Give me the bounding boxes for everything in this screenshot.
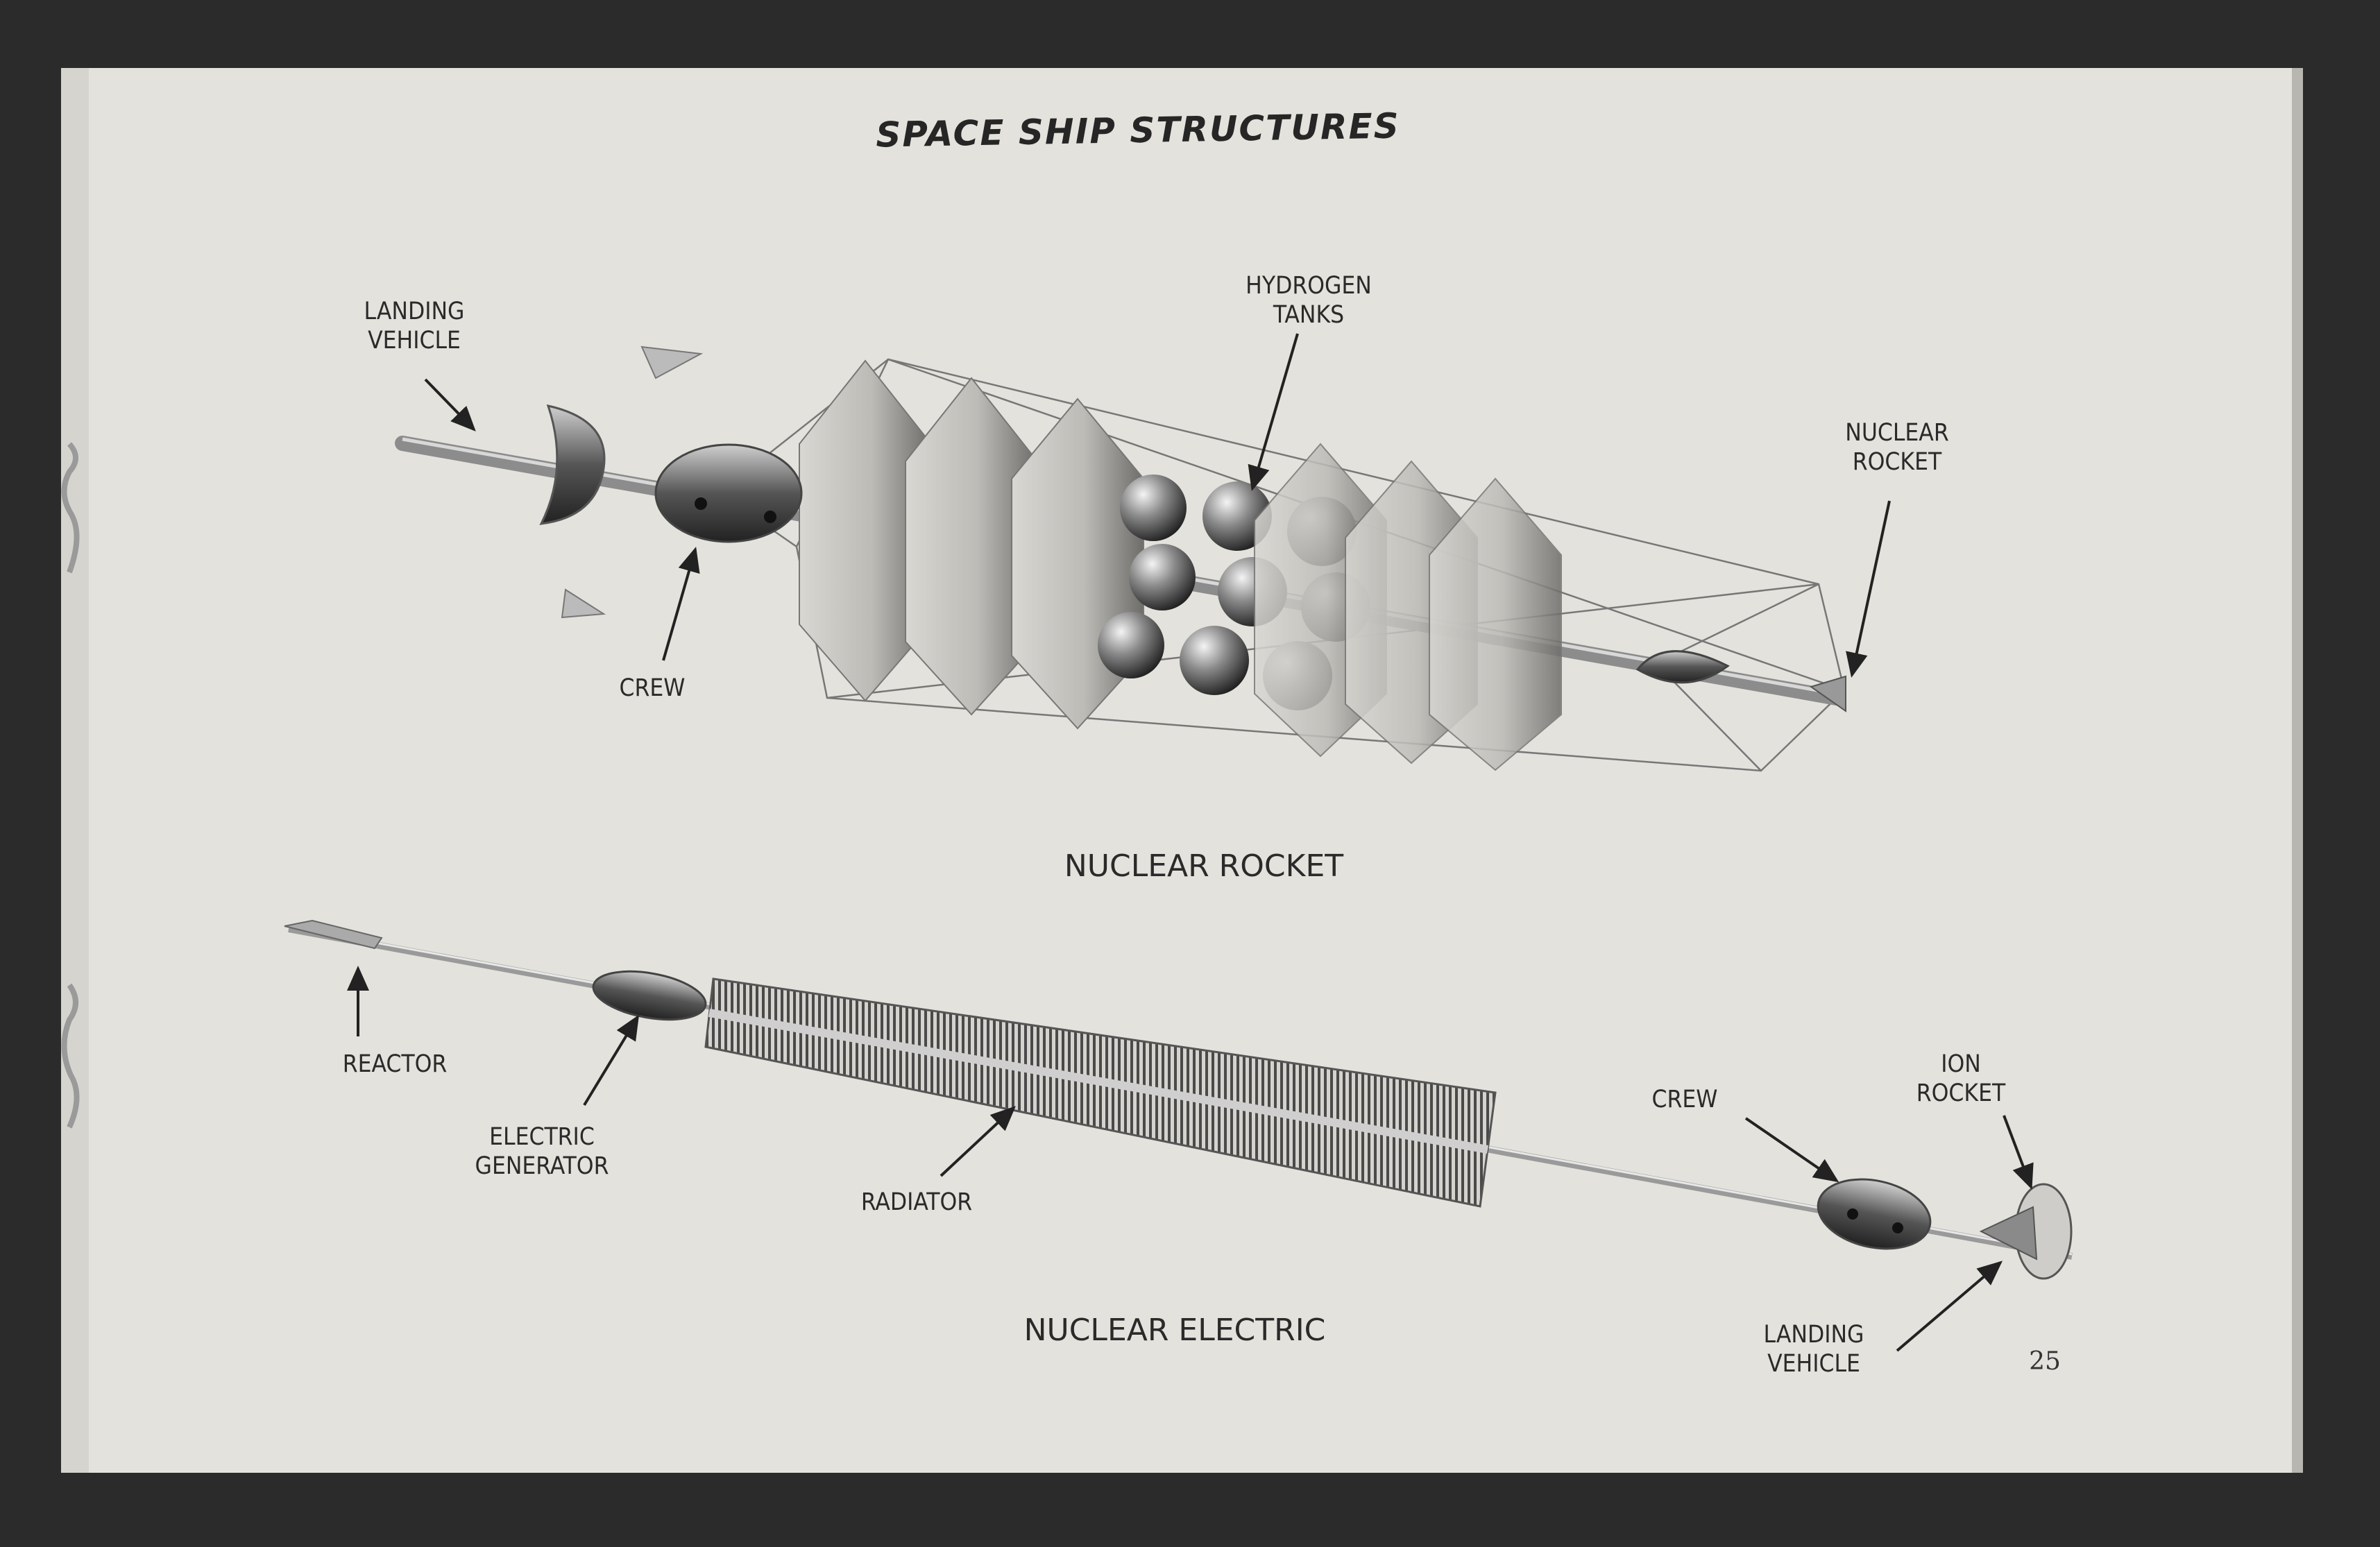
crew-pod-window: [1847, 1208, 1858, 1220]
hydrogen-tank: [1129, 544, 1196, 610]
nuclear-engine: [1635, 650, 1730, 684]
label-crew: CREW: [620, 674, 686, 702]
caption-nuclear-rocket: NUCLEAR ROCKET: [1064, 848, 1343, 884]
page-title: SPACE SHIP STRUCTURES: [876, 105, 1400, 155]
label-radiator: RADIATOR: [861, 1188, 972, 1216]
electric-generator: [592, 970, 707, 1021]
radiator-panel: [704, 977, 1497, 1208]
wire-strut: [1665, 672, 1762, 771]
crew-pod-window: [1892, 1222, 1903, 1233]
label-crew: CREW: [1652, 1086, 1718, 1113]
staple-bottom: [61, 983, 80, 1129]
caption-nuclear-electric: NUCLEAR ELECTRIC: [1024, 1313, 1326, 1348]
crew-pod: [654, 443, 803, 543]
wire-strut: [1665, 583, 1819, 660]
arrow-ion-rocket: [2003, 1115, 2034, 1190]
rocket-nozzle: [1809, 675, 1846, 712]
landing-vehicle-fin: [561, 588, 606, 619]
page-paper: [61, 68, 2292, 1473]
hydrogen-tank: [1120, 475, 1187, 541]
arrow-crew: [1744, 1117, 1839, 1183]
crew-pod-window: [695, 497, 707, 510]
label-reactor: REACTOR: [343, 1050, 448, 1078]
crew-pod: [1817, 1178, 1932, 1250]
shield-panels: [799, 359, 1144, 730]
hydrogen-tank: [1098, 612, 1164, 678]
arrow-landing-vehicle: [1896, 1260, 2003, 1352]
landing-vehicle-fin: [640, 345, 704, 379]
page-fold-shadow: [61, 68, 89, 1473]
radiator-spine: [708, 1009, 1489, 1154]
arrow-crew: [662, 547, 700, 661]
arrow-radiator: [940, 1106, 1016, 1177]
shield-panels-rear: [1254, 443, 1562, 771]
shield-panel: [1429, 477, 1562, 771]
arrow-landing-vehicle: [424, 378, 476, 431]
page-edge: [2292, 68, 2303, 1473]
reactor: [284, 919, 383, 950]
landing-vehicle-cone: [1979, 1206, 2038, 1260]
arrow-hydrogen-tanks: [1248, 333, 1299, 491]
page-number: 25: [2029, 1347, 2061, 1376]
hydrogen-tank: [1180, 626, 1249, 695]
arrow-electric-generator: [583, 1014, 640, 1106]
arrow-nuclear-rocket: [1846, 500, 1891, 678]
landing-vehicle-dome: [539, 404, 606, 525]
crew-pod-window: [764, 511, 776, 523]
staple-top: [61, 442, 80, 574]
